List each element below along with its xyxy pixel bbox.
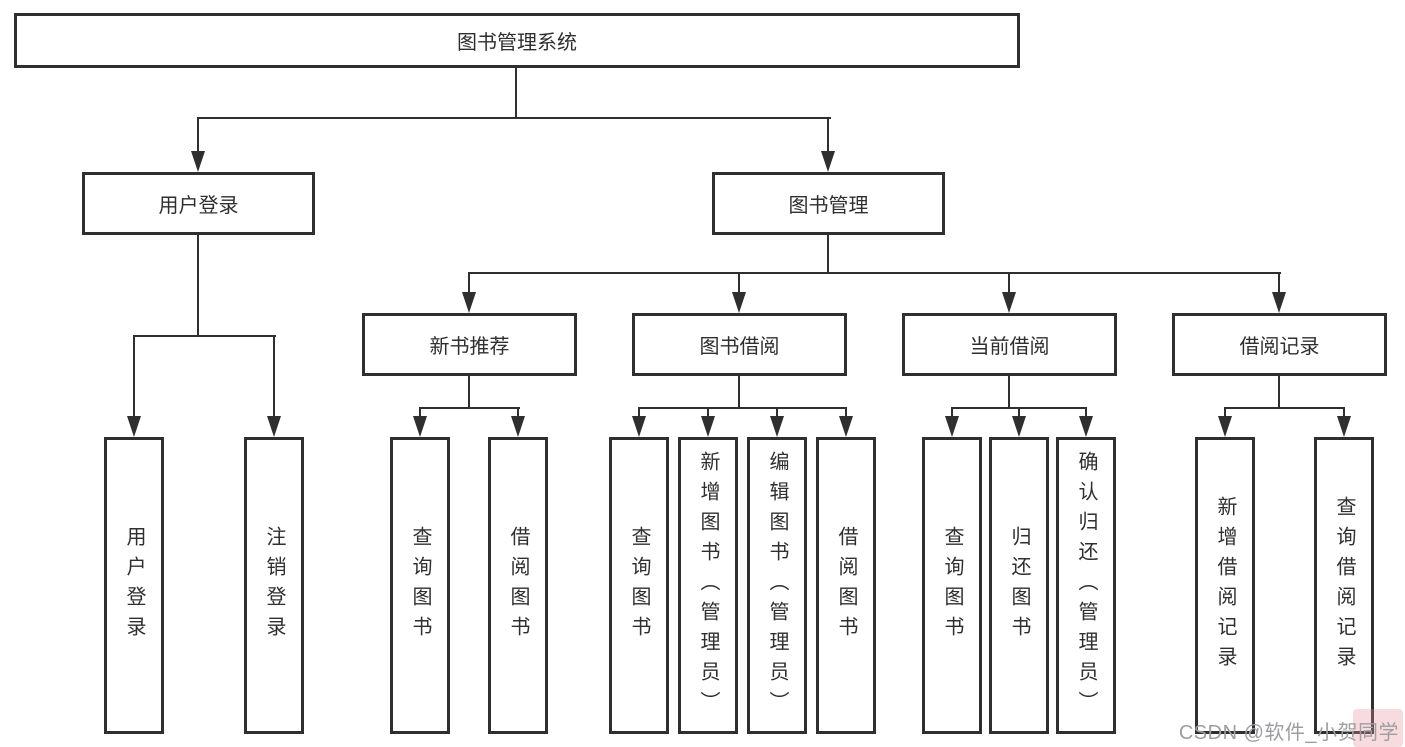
connector-line	[707, 407, 709, 417]
watermark-accent	[1353, 709, 1403, 747]
watermark-text: CSDN @软件_小贺同学	[1178, 722, 1399, 744]
arrow-down-icon	[413, 416, 427, 437]
leaf-query-books-recommend: 查询图书	[390, 437, 450, 734]
connector-line	[1278, 376, 1280, 409]
connector-line	[419, 407, 520, 409]
leaf-label: 查询图书	[941, 525, 963, 646]
leaf-query-borrow-record: 查询借阅记录	[1314, 437, 1374, 734]
connector-line	[1278, 272, 1280, 293]
node-new-book-recommend: 新书推荐	[362, 313, 577, 376]
connector-line	[419, 407, 421, 417]
connector-line	[517, 407, 519, 417]
connector-line	[845, 407, 847, 417]
arrow-down-icon	[127, 416, 141, 437]
node-user-login: 用户登录	[82, 172, 315, 235]
connector-line	[738, 272, 740, 293]
node-borrow-records: 借阅记录	[1172, 313, 1387, 376]
node-root-library-system: 图书管理系统	[14, 13, 1020, 68]
arrow-down-icon	[632, 416, 646, 437]
connector-line	[1343, 407, 1345, 417]
connector-line	[1008, 272, 1010, 293]
leaf-confirm-return-admin: 确认归还（管理员）	[1056, 437, 1116, 734]
arrow-down-icon	[191, 151, 205, 172]
leaf-borrow-books: 借阅图书	[816, 437, 876, 734]
connector-line	[133, 335, 135, 416]
connector-line	[197, 117, 199, 152]
connector-line	[638, 407, 846, 409]
leaf-label: 注销登录	[263, 525, 285, 646]
leaf-logout: 注销登录	[244, 437, 304, 734]
leaf-return-books: 归还图书	[989, 437, 1049, 734]
leaf-query-books-current: 查询图书	[922, 437, 982, 734]
node-label: 当前借阅	[969, 336, 1050, 358]
arrow-down-icon	[1012, 416, 1026, 437]
arrow-down-icon	[1337, 416, 1351, 437]
leaf-label: 确认归还（管理员）	[1075, 450, 1097, 721]
connector-line	[468, 272, 470, 293]
leaf-label: 新增借阅记录	[1214, 495, 1236, 676]
connector-line	[273, 335, 275, 416]
arrow-down-icon	[945, 416, 959, 437]
arrow-down-icon	[732, 292, 746, 313]
leaf-add-borrow-record: 新增借阅记录	[1195, 437, 1255, 734]
leaf-label: 借阅图书	[507, 525, 529, 646]
arrow-down-icon	[1002, 292, 1016, 313]
leaf-query-books-borrow: 查询图书	[609, 437, 669, 734]
connector-line	[468, 272, 1281, 274]
connector-line	[951, 407, 953, 417]
arrow-down-icon	[821, 151, 835, 172]
node-book-management: 图书管理	[712, 172, 945, 235]
connector-line	[1224, 407, 1226, 417]
leaf-edit-book-admin: 编辑图书（管理员）	[747, 437, 807, 734]
arrow-down-icon	[1218, 416, 1232, 437]
connector-line	[197, 117, 831, 119]
connector-line	[515, 68, 517, 119]
node-label: 借阅记录	[1239, 336, 1320, 358]
node-book-borrow: 图书借阅	[632, 313, 847, 376]
connector-line	[133, 335, 276, 337]
node-label: 图书借阅	[699, 336, 780, 358]
connector-line	[1018, 407, 1020, 417]
node-current-borrow: 当前借阅	[902, 313, 1117, 376]
leaf-label: 编辑图书（管理员）	[766, 450, 788, 721]
connector-line	[468, 376, 470, 409]
arrow-down-icon	[770, 416, 784, 437]
leaf-label: 归还图书	[1008, 525, 1030, 646]
connector-line	[1008, 376, 1010, 409]
connector-line	[638, 407, 640, 417]
connector-line	[738, 376, 740, 409]
connector-line	[197, 235, 199, 337]
leaf-label: 新增图书（管理员）	[697, 450, 719, 721]
node-label: 用户登录	[158, 195, 239, 217]
arrow-down-icon	[701, 416, 715, 437]
connector-line	[827, 235, 829, 274]
leaf-label: 查询图书	[628, 525, 650, 646]
leaf-user-login: 用户登录	[104, 437, 164, 734]
arrow-down-icon	[267, 416, 281, 437]
connector-line	[827, 117, 829, 152]
leaf-label: 查询图书	[409, 525, 431, 646]
arrow-down-icon	[1079, 416, 1093, 437]
connector-line	[1085, 407, 1087, 417]
node-label: 图书管理系统	[457, 32, 577, 54]
leaf-label: 用户登录	[123, 525, 145, 646]
leaf-borrow-books-recommend: 借阅图书	[488, 437, 548, 734]
connector-line	[776, 407, 778, 417]
connector-line	[1224, 407, 1345, 409]
node-label: 图书管理	[788, 195, 869, 217]
arrow-down-icon	[462, 292, 476, 313]
arrow-down-icon	[511, 416, 525, 437]
leaf-label: 借阅图书	[835, 525, 857, 646]
leaf-add-book-admin: 新增图书（管理员）	[678, 437, 738, 734]
arrow-down-icon	[1272, 292, 1286, 313]
leaf-label: 查询借阅记录	[1333, 495, 1355, 676]
arrow-down-icon	[839, 416, 853, 437]
node-label: 新书推荐	[429, 336, 510, 358]
